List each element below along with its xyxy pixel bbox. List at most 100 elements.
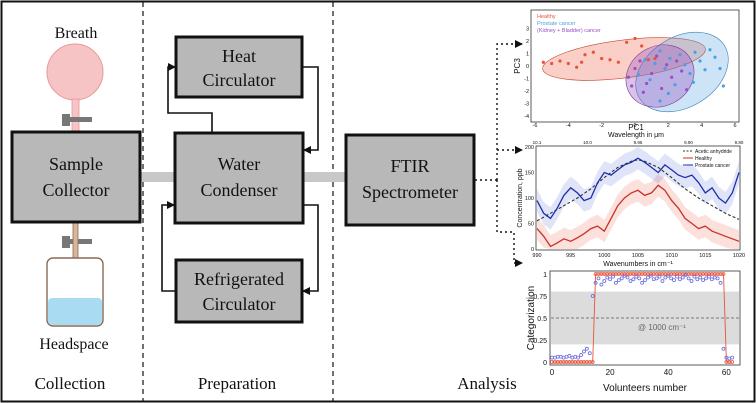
data-point — [677, 277, 682, 282]
data-point — [600, 56, 604, 61]
data-point — [715, 276, 720, 281]
data-point — [689, 279, 694, 283]
data-point — [691, 80, 695, 84]
x-tick-label: -6 — [533, 123, 538, 129]
y-tick-label: 1 — [543, 272, 547, 279]
x-tick-label: -4 — [566, 123, 571, 129]
y-axis-ticks: 00.250.50.751 — [533, 272, 547, 367]
data-point — [611, 274, 615, 279]
column-label-analysis: Analysis — [457, 374, 517, 393]
data-point — [576, 355, 581, 360]
data-point — [657, 274, 662, 279]
y-axis-label: PC3 — [513, 58, 522, 74]
headspace-label: Headspace — [39, 336, 108, 353]
top-axis-title: Wavelength in μm — [608, 132, 664, 139]
data-point — [575, 65, 579, 69]
legend-entry-acetic: Acetic anhydride — [695, 149, 732, 155]
data-point — [675, 274, 679, 279]
data-point — [638, 59, 642, 63]
x-tick-label: 6 — [733, 123, 736, 129]
headspace-liquid — [48, 298, 102, 325]
data-point — [704, 276, 708, 281]
y-tick-label: -4 — [524, 114, 529, 120]
x-tick-label: 995 — [566, 253, 575, 259]
node-water-condenser: Water Condenser — [173, 131, 305, 225]
data-point — [616, 60, 620, 64]
data-point — [695, 277, 700, 282]
y-tick-label: 1 — [526, 52, 529, 58]
top-tick-label: 10.1 — [533, 140, 542, 145]
data-point — [721, 272, 726, 276]
data-point — [619, 276, 624, 281]
data-point — [591, 50, 595, 54]
edge-refrig-to-water — [302, 204, 319, 295]
x-tick-label: 1010 — [666, 253, 678, 259]
data-point — [614, 280, 618, 285]
x-tick-label: 0 — [550, 368, 555, 377]
data-point — [631, 277, 636, 282]
data-point — [587, 351, 592, 356]
data-point — [590, 360, 595, 364]
node-label: Collector — [43, 180, 110, 200]
column-label-collection: Collection — [35, 374, 106, 393]
data-point — [665, 63, 669, 67]
valve-icon — [62, 236, 92, 248]
node-label: FTIR — [390, 156, 429, 176]
data-point — [633, 66, 637, 71]
data-point — [625, 275, 630, 280]
data-point — [643, 58, 647, 62]
data-point — [686, 276, 691, 281]
x-axis-label: Wavenumbers in cm⁻¹ — [603, 261, 673, 268]
data-point — [567, 353, 572, 358]
data-point — [541, 60, 545, 64]
breath-label: Breath — [55, 25, 98, 42]
x-tick-label: 1005 — [632, 253, 644, 259]
y-axis-label: Categorization — [526, 286, 537, 350]
y-tick-label: -3 — [524, 102, 529, 108]
data-point — [683, 272, 688, 277]
data-point — [643, 278, 647, 283]
data-point — [660, 279, 665, 283]
data-point — [596, 276, 601, 281]
data-point — [608, 277, 613, 282]
node-sample-collector: Sample Collector — [10, 130, 142, 224]
data-point — [680, 69, 684, 73]
data-point — [658, 49, 662, 53]
data-point — [616, 278, 621, 283]
data-point — [636, 73, 640, 77]
x-tick-label: 40 — [664, 368, 673, 377]
y-tick-label: 0.5 — [537, 316, 547, 323]
headspace-tube — [72, 219, 79, 259]
data-point — [633, 36, 637, 41]
node-label: Condenser — [201, 180, 278, 200]
top-tick-label: 9.95 — [634, 140, 643, 145]
data-point — [558, 59, 562, 63]
data-point — [683, 63, 687, 67]
data-point — [584, 346, 589, 351]
data-point — [673, 83, 677, 87]
x-tick-label: -2 — [599, 123, 604, 129]
series-line-acetic-anhydride — [536, 159, 740, 222]
x-tick-label: 2 — [667, 123, 670, 129]
plot-area — [535, 145, 741, 251]
x-tick-label: 0 — [633, 123, 636, 129]
y-tick-label: 0 — [526, 64, 529, 70]
node-refrigerated-circulator: Refrigerated Circulator — [174, 258, 304, 324]
y-tick-label: 3 — [526, 27, 529, 33]
data-point — [593, 280, 598, 285]
edge-water-to-heat — [167, 63, 213, 133]
y-tick-label: 100 — [525, 196, 534, 202]
data-point — [660, 86, 664, 91]
data-point — [626, 75, 630, 79]
data-point — [663, 66, 667, 71]
prostate-confidence-band — [537, 147, 739, 230]
x-axis-label: Volunteers number — [603, 383, 688, 394]
y-tick-label: -2 — [524, 89, 529, 95]
data-point — [709, 277, 714, 282]
edge-heat-to-water — [302, 66, 319, 154]
